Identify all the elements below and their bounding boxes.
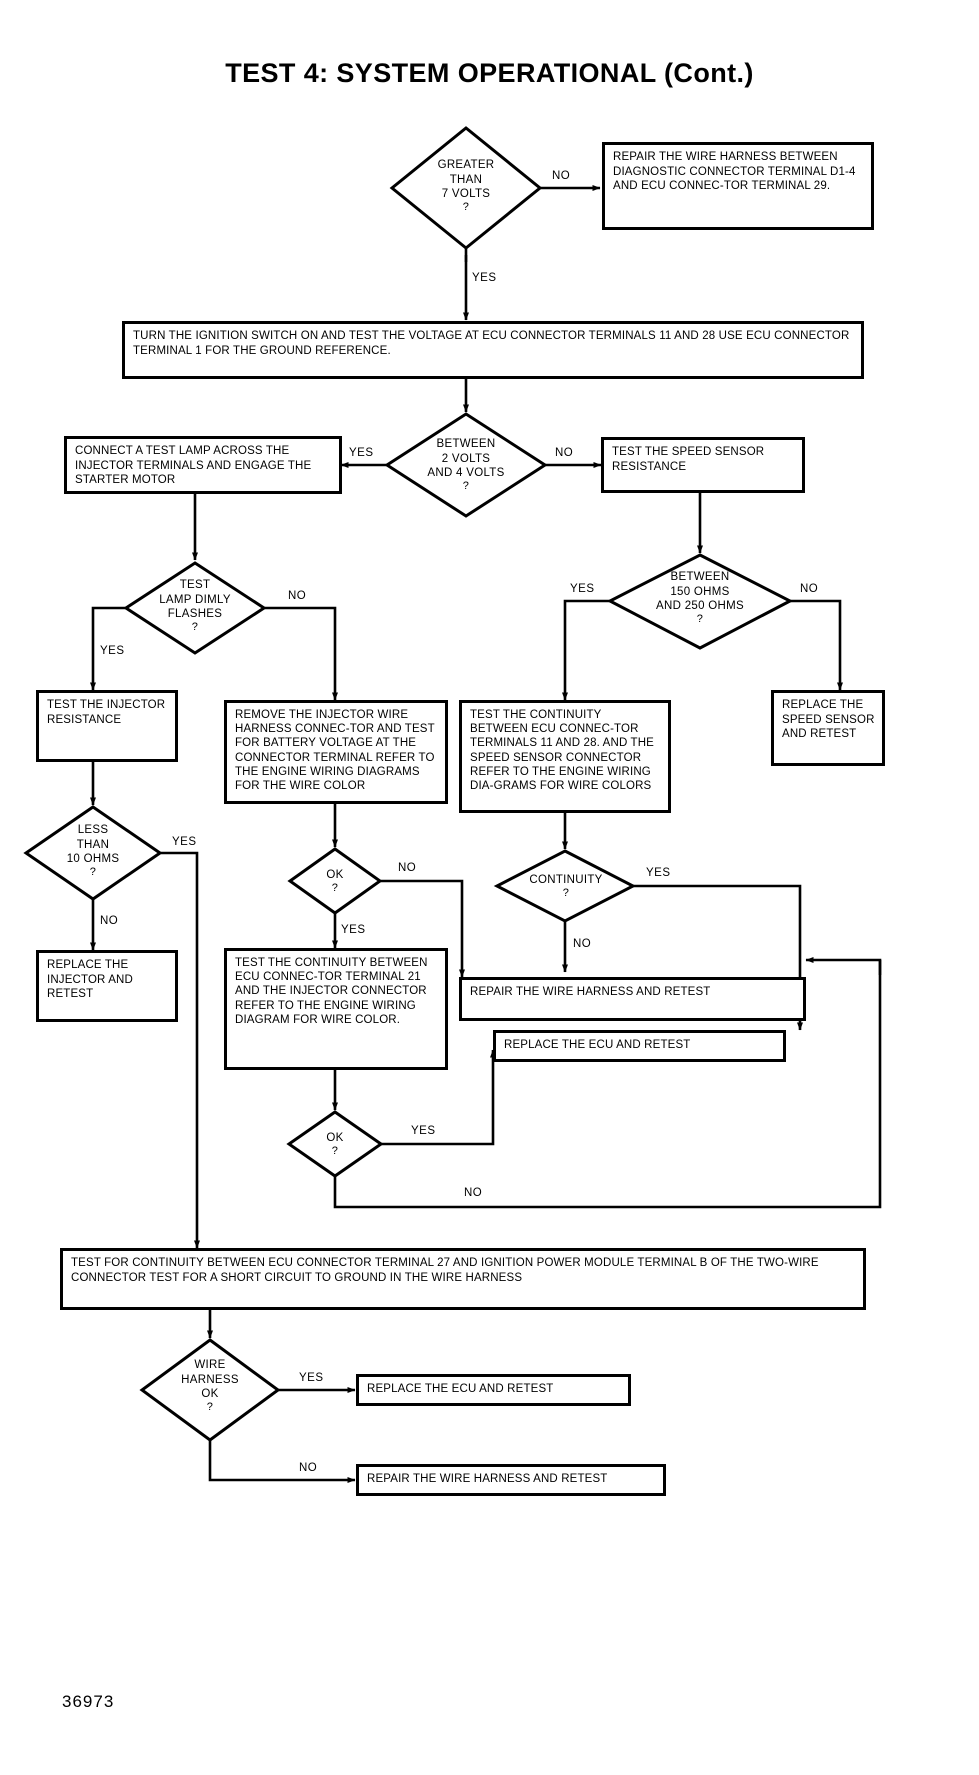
page-title: TEST 4: SYSTEM OPERATIONAL (Cont.) bbox=[225, 58, 754, 88]
box-test-continuity-terminal-21: TEST THE CONTINUITY BETWEEN ECU CONNEC-T… bbox=[224, 948, 448, 1070]
edge-label-no-wire-harness-ok: NO bbox=[299, 1462, 318, 1474]
edge-label-no-ok-2: NO bbox=[464, 1187, 483, 1199]
box-test-continuity-terminal-27: TEST FOR CONTINUITY BETWEEN ECU CONNECTO… bbox=[60, 1248, 866, 1310]
edge-label-yes-continuity: YES bbox=[646, 867, 671, 879]
box-test-continuity-speed-sensor: TEST THE CONTINUITY BETWEEN ECU CONNEC-T… bbox=[459, 700, 671, 813]
box-test-injector-resistance: TEST THE INJECTOR RESISTANCE bbox=[36, 690, 178, 762]
box-repair-harness-d14: REPAIR THE WIRE HARNESS BETWEEN DIAGNOST… bbox=[602, 142, 874, 230]
figure-id: 36973 bbox=[62, 1692, 115, 1711]
box-replace-ecu-retest-1: REPLACE THE ECU AND RETEST bbox=[493, 1030, 786, 1062]
edge-label-yes-between-2-4v: YES bbox=[349, 447, 374, 459]
edge-label-no-between-ohms: NO bbox=[800, 583, 819, 595]
edge-label-no-lamp-flashes: NO bbox=[288, 590, 307, 602]
edge-label-yes-ok-1: YES bbox=[341, 924, 366, 936]
edge-label-yes-between-ohms: YES bbox=[570, 583, 595, 595]
box-repair-harness-retest-1: REPAIR THE WIRE HARNESS AND RETEST bbox=[459, 977, 806, 1021]
box-remove-injector-connector: REMOVE THE INJECTOR WIRE HARNESS CONNEC-… bbox=[224, 700, 448, 804]
box-replace-ecu-retest-2: REPLACE THE ECU AND RETEST bbox=[356, 1374, 631, 1406]
box-replace-injector-retest: REPLACE THE INJECTOR AND RETEST bbox=[36, 950, 178, 1022]
edge-label-yes-lamp-flashes: YES bbox=[100, 645, 125, 657]
box-replace-speed-sensor: REPLACE THE SPEED SENSOR AND RETEST bbox=[771, 690, 885, 766]
box-connect-test-lamp: CONNECT A TEST LAMP ACROSS THE INJECTOR … bbox=[64, 436, 342, 494]
edge-label-no-less-10-ohms: NO bbox=[100, 915, 119, 927]
edge-label-yes-greater-7v: YES bbox=[472, 272, 497, 284]
edge-label-no-greater-7v: NO bbox=[552, 170, 571, 182]
edge-label-yes-ok-2: YES bbox=[411, 1125, 436, 1137]
box-repair-harness-retest-2: REPAIR THE WIRE HARNESS AND RETEST bbox=[356, 1464, 666, 1496]
edge-label-no-continuity: NO bbox=[573, 938, 592, 950]
edge-label-no-between-2-4v: NO bbox=[555, 447, 574, 459]
box-turn-ignition-switch: TURN THE IGNITION SWITCH ON AND TEST THE… bbox=[122, 321, 864, 379]
box-test-speed-sensor-resistance: TEST THE SPEED SENSOR RESISTANCE bbox=[601, 437, 805, 493]
edge-label-no-ok-1: NO bbox=[398, 862, 417, 874]
edge-label-yes-less-10-ohms: YES bbox=[172, 836, 197, 848]
edge-label-yes-wire-harness-ok: YES bbox=[299, 1372, 324, 1384]
